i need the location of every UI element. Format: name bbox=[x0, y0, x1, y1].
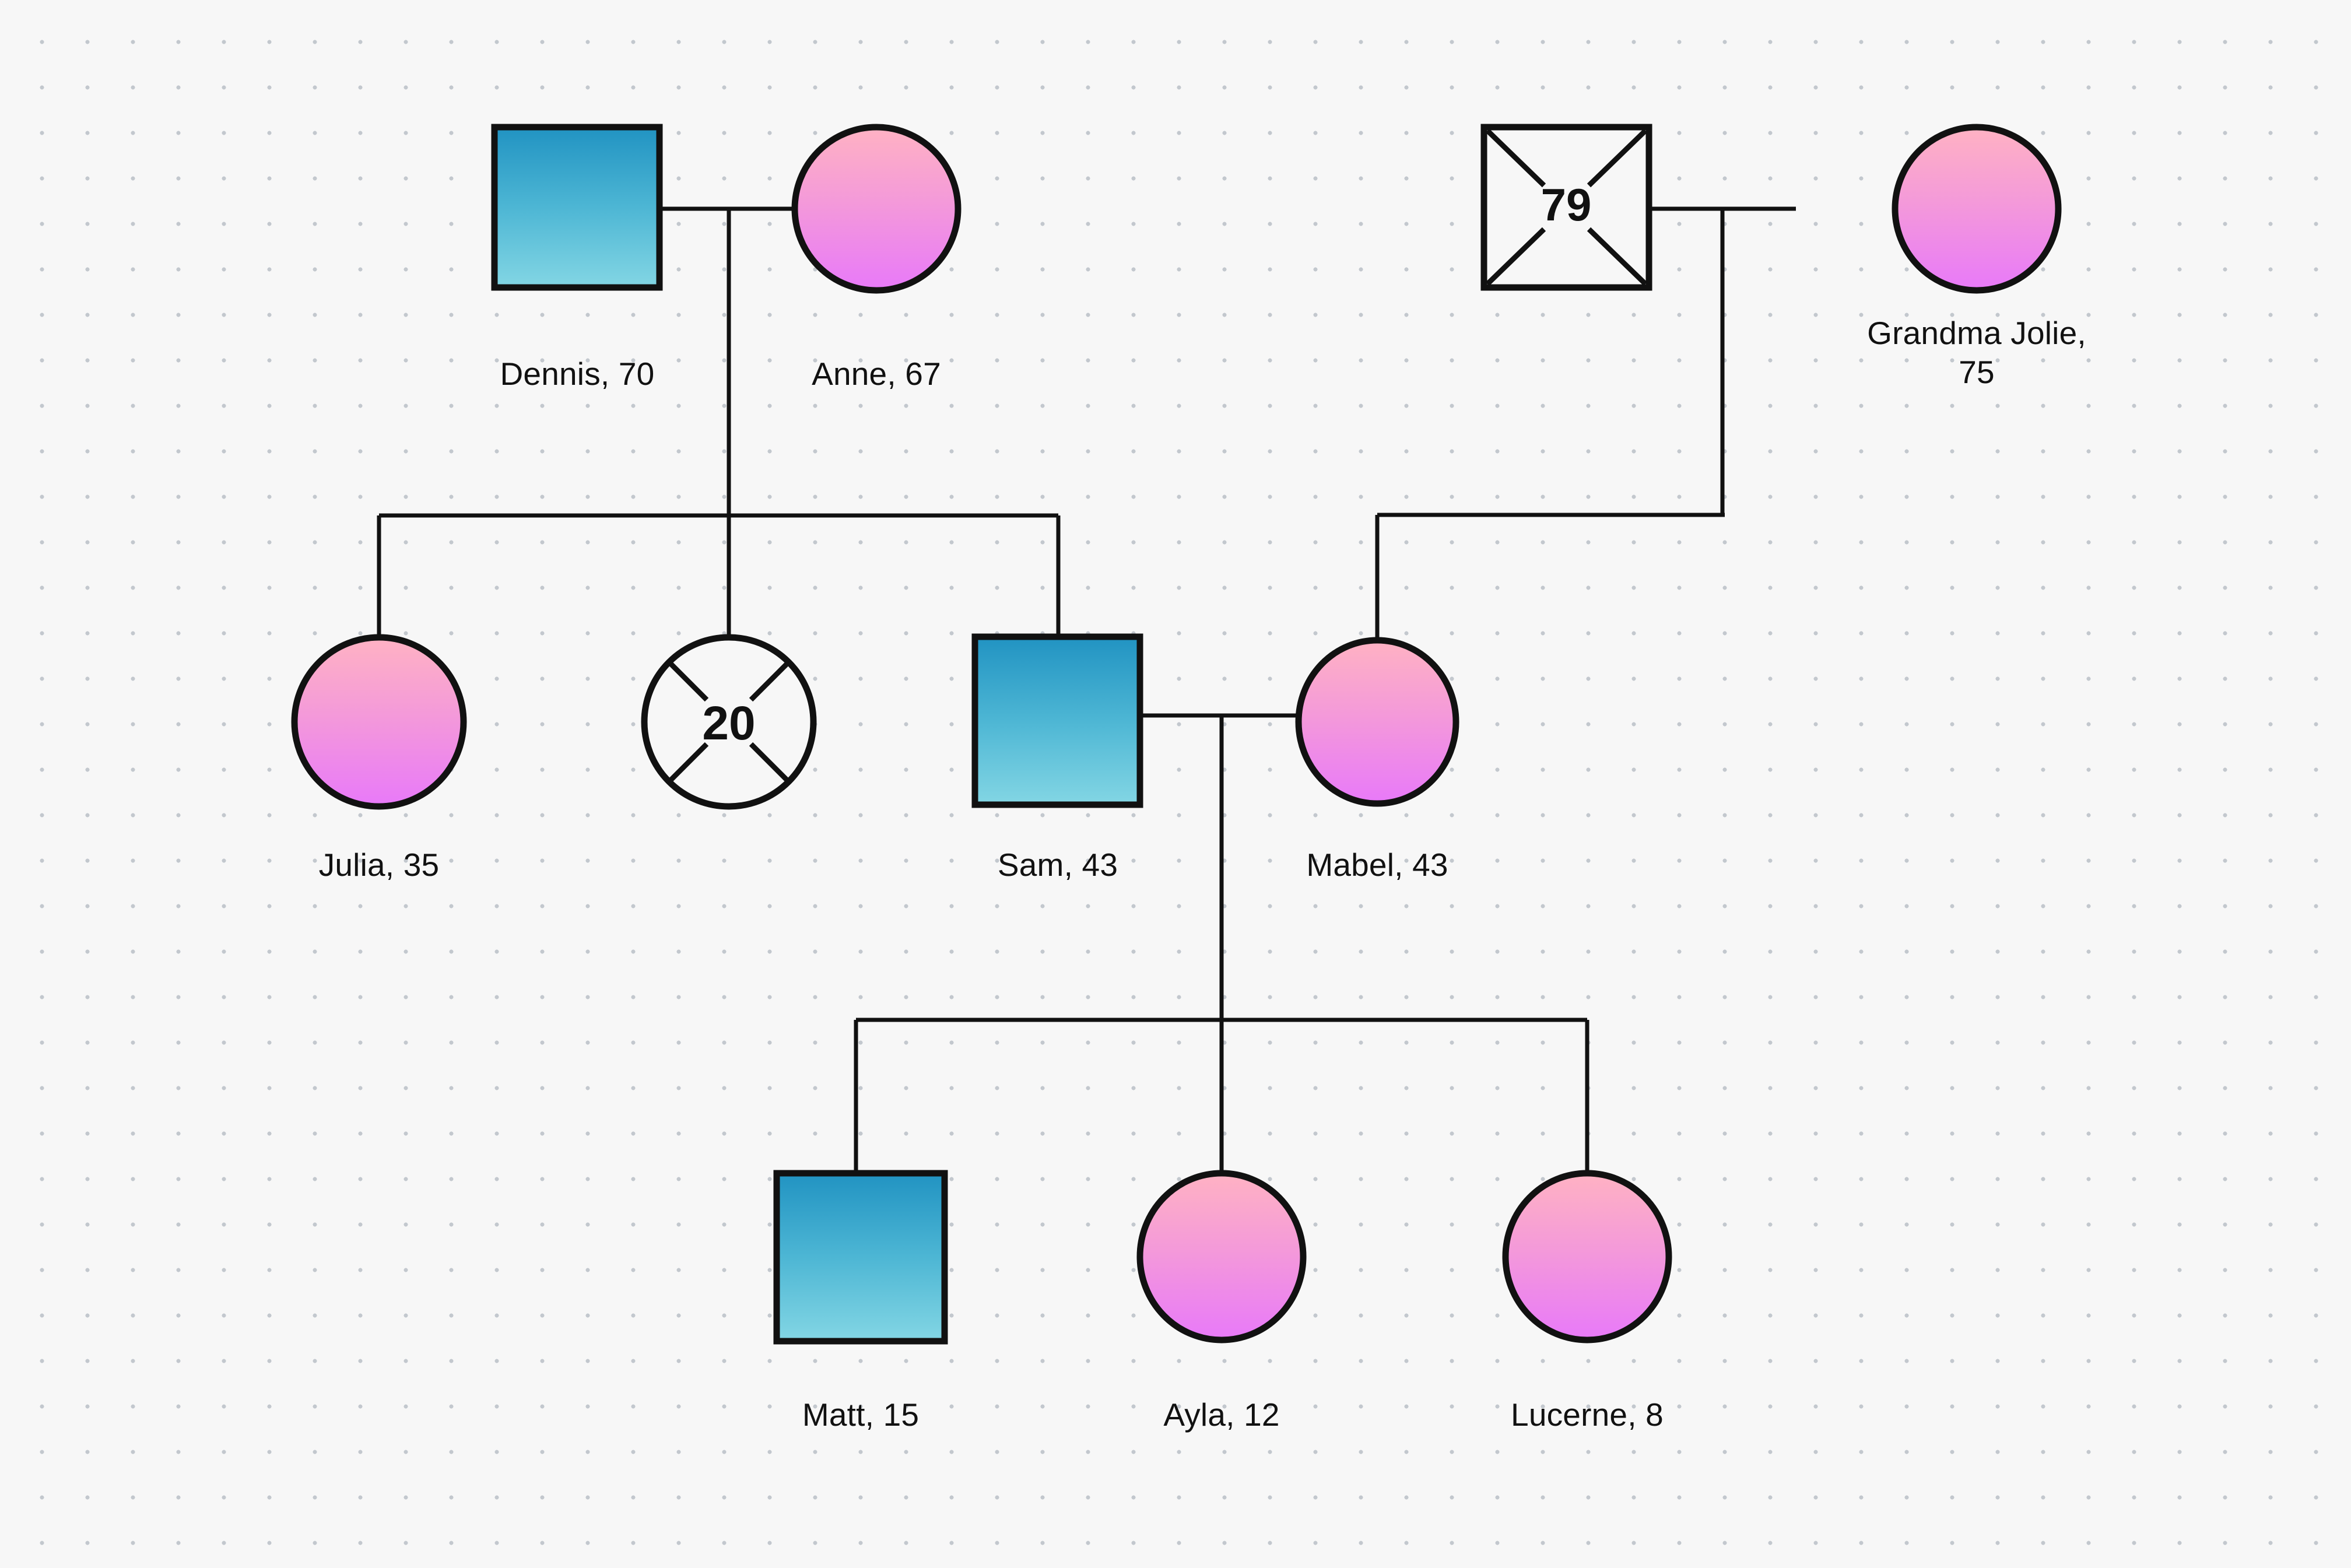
person-node-anne[interactable] bbox=[791, 124, 962, 294]
deceased-age-sibling: 20 bbox=[702, 697, 755, 750]
person-node-sam[interactable] bbox=[971, 633, 1143, 808]
person-node-matt[interactable] bbox=[773, 1170, 948, 1345]
person-node-mabel[interactable] bbox=[1295, 637, 1459, 807]
person-label-jolie: Grandma Jolie, 75 bbox=[1867, 315, 2086, 391]
person-node-grandpa-deceased[interactable]: 79 bbox=[1480, 124, 1652, 291]
deceased-age-grandpa: 79 bbox=[1541, 179, 1592, 230]
person-label-sam: Sam, 43 bbox=[997, 847, 1118, 883]
person-label-anne: Anne, 67 bbox=[812, 356, 941, 392]
person-node-jolie[interactable] bbox=[1892, 124, 2062, 294]
deceased-x-mark-icon bbox=[667, 660, 791, 784]
person-label-matt: Matt, 15 bbox=[802, 1397, 920, 1433]
person-label-ayla: Ayla, 12 bbox=[1163, 1397, 1280, 1433]
person-node-sibling-deceased[interactable]: 20 bbox=[641, 634, 817, 810]
person-node-ayla[interactable] bbox=[1136, 1170, 1307, 1344]
person-node-dennis[interactable] bbox=[491, 124, 663, 291]
person-label-lucerne: Lucerne, 8 bbox=[1511, 1397, 1664, 1433]
person-label-dennis: Dennis, 70 bbox=[500, 356, 655, 392]
person-label-mabel: Mabel, 43 bbox=[1306, 847, 1448, 883]
person-node-lucerne[interactable] bbox=[1502, 1170, 1672, 1344]
deceased-x-mark-icon bbox=[1485, 128, 1648, 286]
person-label-julia: Julia, 35 bbox=[318, 847, 440, 883]
person-node-julia[interactable] bbox=[291, 634, 467, 810]
